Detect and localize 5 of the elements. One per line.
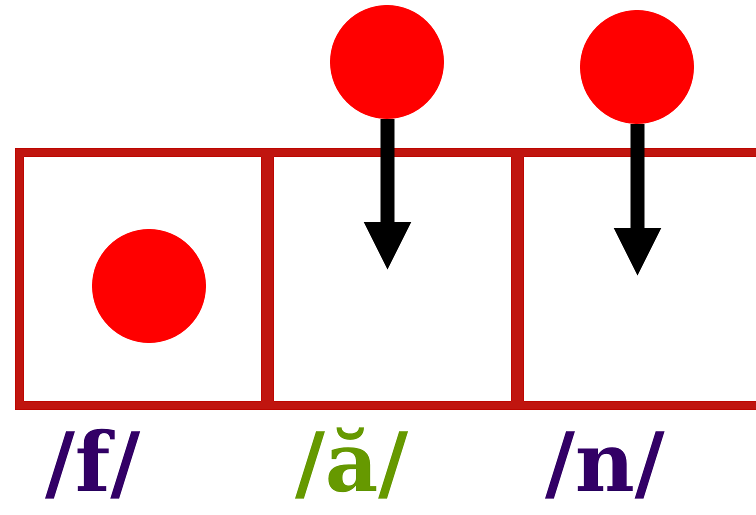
phoneme-label: /f/ [45,422,140,504]
arrow [364,119,412,270]
arrow [614,124,662,276]
phoneme-label: /n/ [545,422,665,504]
phoneme-label: /ă/ [295,422,408,504]
